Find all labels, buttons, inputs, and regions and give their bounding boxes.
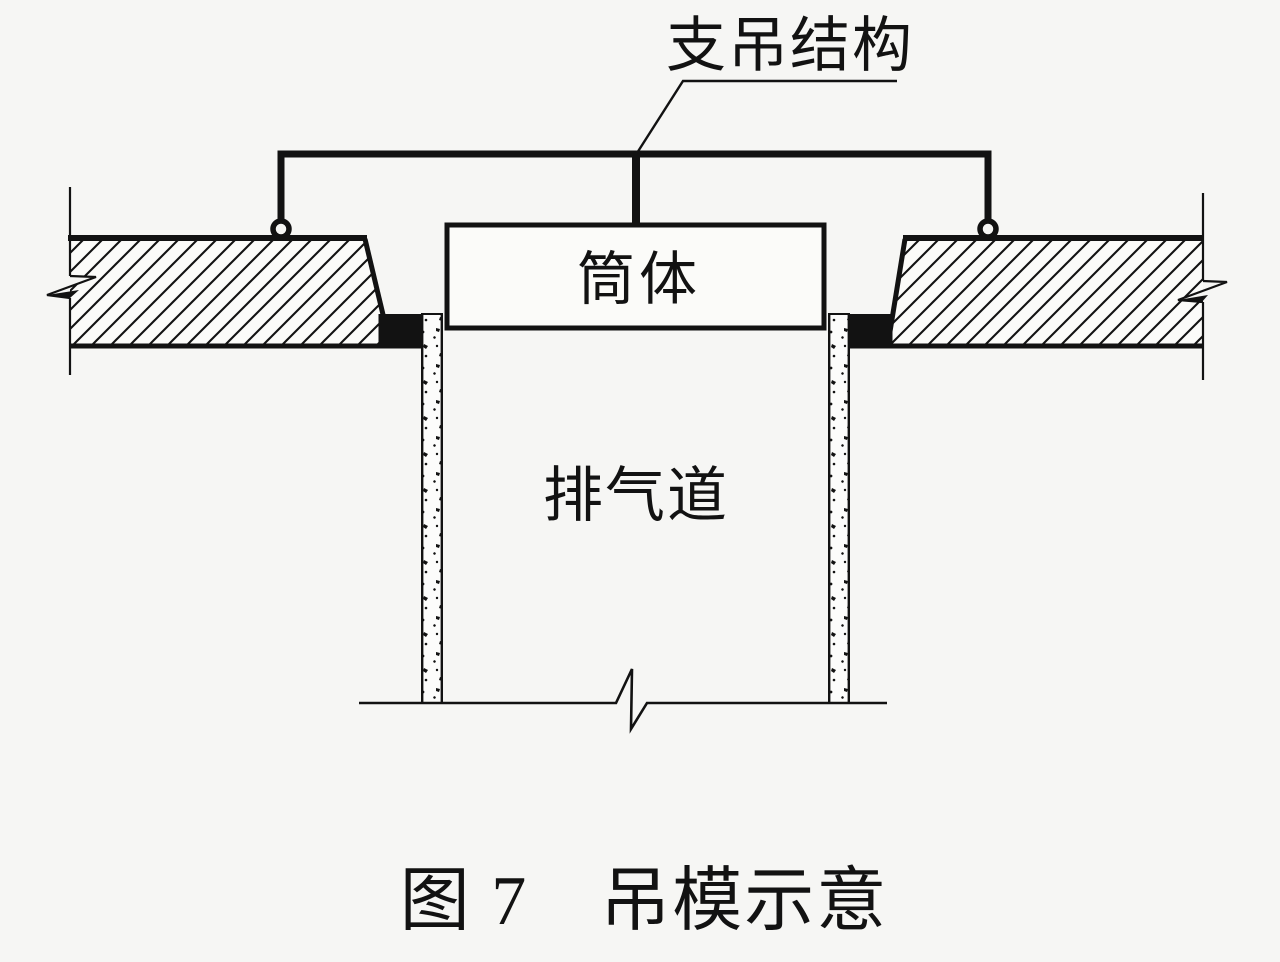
leader-line	[635, 79, 897, 154]
right-slab	[849, 235, 1203, 349]
support-structure-label: 支吊结构	[666, 13, 914, 79]
right-edge-break	[1177, 193, 1228, 380]
figure-caption: 图 7 吊模示意	[400, 863, 889, 940]
bottom-break-line	[359, 668, 887, 734]
left-hanger-hook	[270, 218, 292, 240]
left-slab	[68, 235, 421, 349]
left-seal	[378, 314, 422, 348]
exhaust-duct-label: 排气道	[543, 463, 729, 529]
right-hanger-hook	[977, 218, 999, 240]
left-duct-wall	[421, 313, 443, 702]
left-edge-break	[46, 187, 97, 375]
right-seal	[849, 314, 893, 348]
right-duct-wall	[828, 313, 850, 702]
cylinder-label: 筒体	[577, 247, 701, 312]
cylinder-box	[444, 222, 827, 331]
hanger-beam	[277, 150, 992, 222]
